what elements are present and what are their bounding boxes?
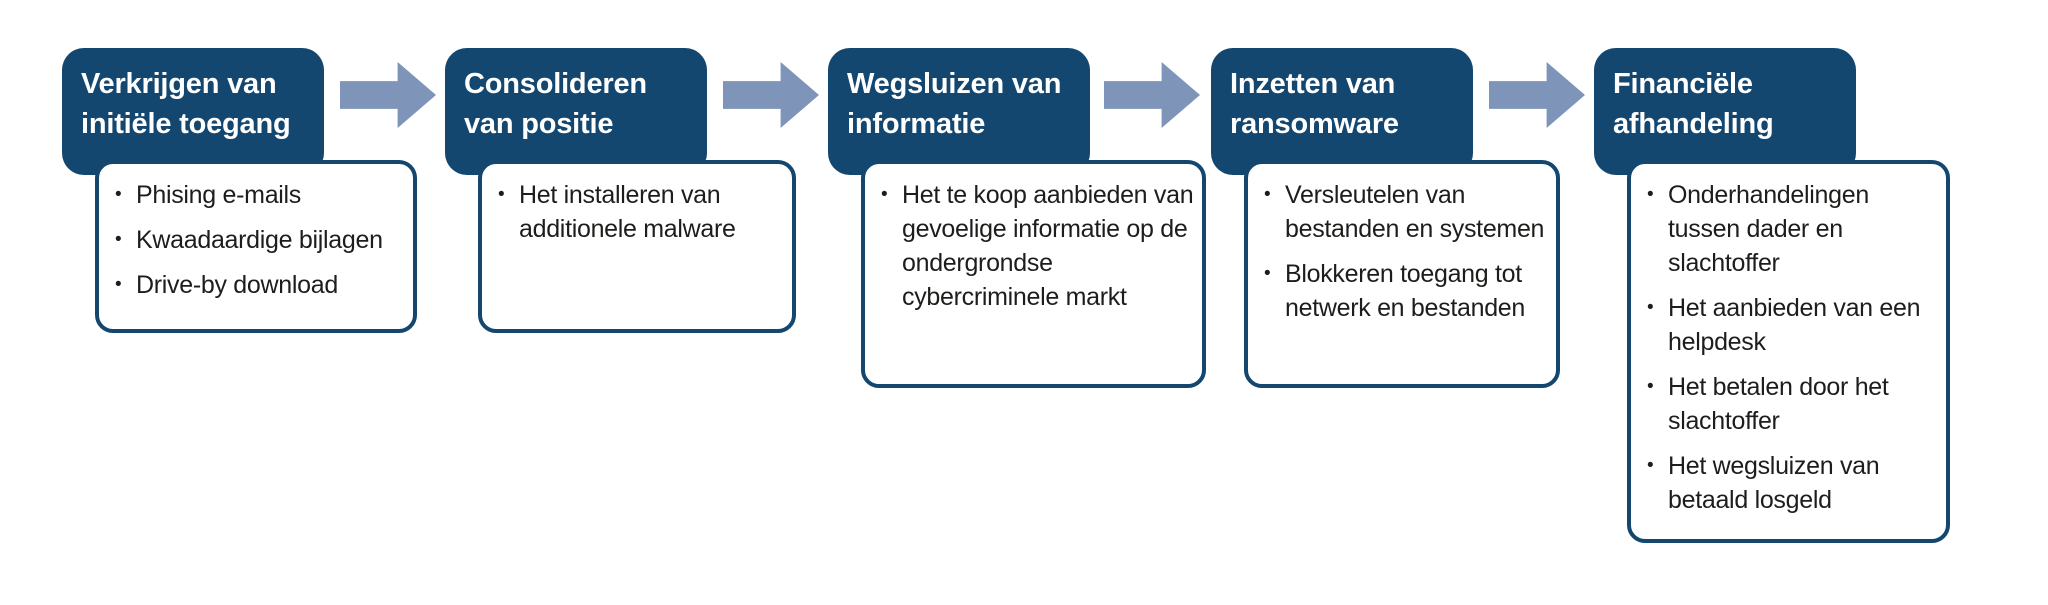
stage-title-line: Wegsluizen van (847, 68, 1062, 100)
list-item-text: Versleutelen van bestanden en systemen (1285, 181, 1545, 243)
stage-details: • Het te koop aanbieden van gevoelige in… (861, 160, 1206, 388)
bullet-icon: • (1264, 184, 1271, 205)
stage-title: Consolideren van positie (445, 48, 707, 175)
stage-title: Wegsluizen van informatie (828, 48, 1090, 175)
stage-details: • Het installeren van additionele malwar… (478, 160, 796, 333)
list-item: • Onderhandelingen tussen dader en slach… (1647, 178, 1940, 280)
list-item-text: Het te koop aanbieden van gevoelige info… (902, 181, 1194, 311)
stage-details: • Onderhandelingen tussen dader en slach… (1627, 160, 1950, 543)
bullet-icon: • (498, 184, 505, 205)
list-item: • Het betalen door het slachtoffer (1647, 370, 1940, 438)
list-item-text: Kwaadaardige bijlagen (136, 226, 383, 254)
list-item-text: Het betalen door het slachtoffer (1668, 373, 1889, 435)
list-item: • Blokkeren toegang tot netwerk en besta… (1264, 257, 1550, 325)
list-item: • Phising e-mails (115, 178, 407, 212)
list-item: • Het aanbieden van een helpdesk (1647, 291, 1940, 359)
arrow-right-icon (1104, 62, 1200, 128)
stage-title-line: van positie (464, 108, 614, 140)
bullet-icon: • (115, 184, 122, 205)
bullet-icon: • (1647, 184, 1654, 205)
list-item-text: Het wegsluizen van betaald losgeld (1668, 452, 1880, 514)
list-item: • Het te koop aanbieden van gevoelige in… (881, 178, 1196, 314)
bullet-icon: • (1264, 263, 1271, 284)
list-item-text: Onderhandelingen tussen dader en slachto… (1668, 181, 1869, 277)
bullet-icon: • (1647, 297, 1654, 318)
list-item: • Drive-by download (115, 268, 407, 302)
stage-title-line: Inzetten van (1230, 68, 1396, 100)
list-item-text: Drive-by download (136, 271, 338, 299)
stage-title: Verkrijgen van initiële toegang (62, 48, 324, 175)
arrow-right-icon (1489, 62, 1585, 128)
stage-title-line: informatie (847, 108, 986, 140)
bullet-icon: • (1647, 376, 1654, 397)
list-item: • Het wegsluizen van betaald losgeld (1647, 449, 1940, 517)
list-item: • Het installeren van additionele malwar… (498, 178, 786, 246)
stage-title: Inzetten van ransomware (1211, 48, 1473, 175)
list-item-text: Het aanbieden van een helpdesk (1668, 294, 1921, 356)
arrow-right-icon (723, 62, 819, 128)
bullet-icon: • (115, 274, 122, 295)
stage-title: Financiële afhandeling (1594, 48, 1856, 175)
bullet-icon: • (881, 184, 888, 205)
stage-title-line: Consolideren (464, 68, 647, 100)
list-item: • Versleutelen van bestanden en systemen (1264, 178, 1550, 246)
stage-details: • Versleutelen van bestanden en systemen… (1244, 160, 1560, 388)
bullet-icon: • (115, 229, 122, 250)
stage-title-line: afhandeling (1613, 108, 1774, 140)
list-item-text: Het installeren van additionele malware (519, 181, 736, 243)
stage-title-line: initiële toegang (81, 108, 291, 140)
bullet-icon: • (1647, 455, 1654, 476)
stage-title-line: ransomware (1230, 108, 1399, 140)
stage-title-line: Verkrijgen van (81, 68, 277, 100)
list-item: • Kwaadaardige bijlagen (115, 223, 407, 257)
stage-details: • Phising e-mails • Kwaadaardige bijlage… (95, 160, 417, 333)
stage-title-line: Financiële (1613, 68, 1753, 100)
list-item-text: Blokkeren toegang tot netwerk en bestand… (1285, 260, 1526, 322)
arrow-right-icon (340, 62, 436, 128)
list-item-text: Phising e-mails (136, 181, 302, 209)
